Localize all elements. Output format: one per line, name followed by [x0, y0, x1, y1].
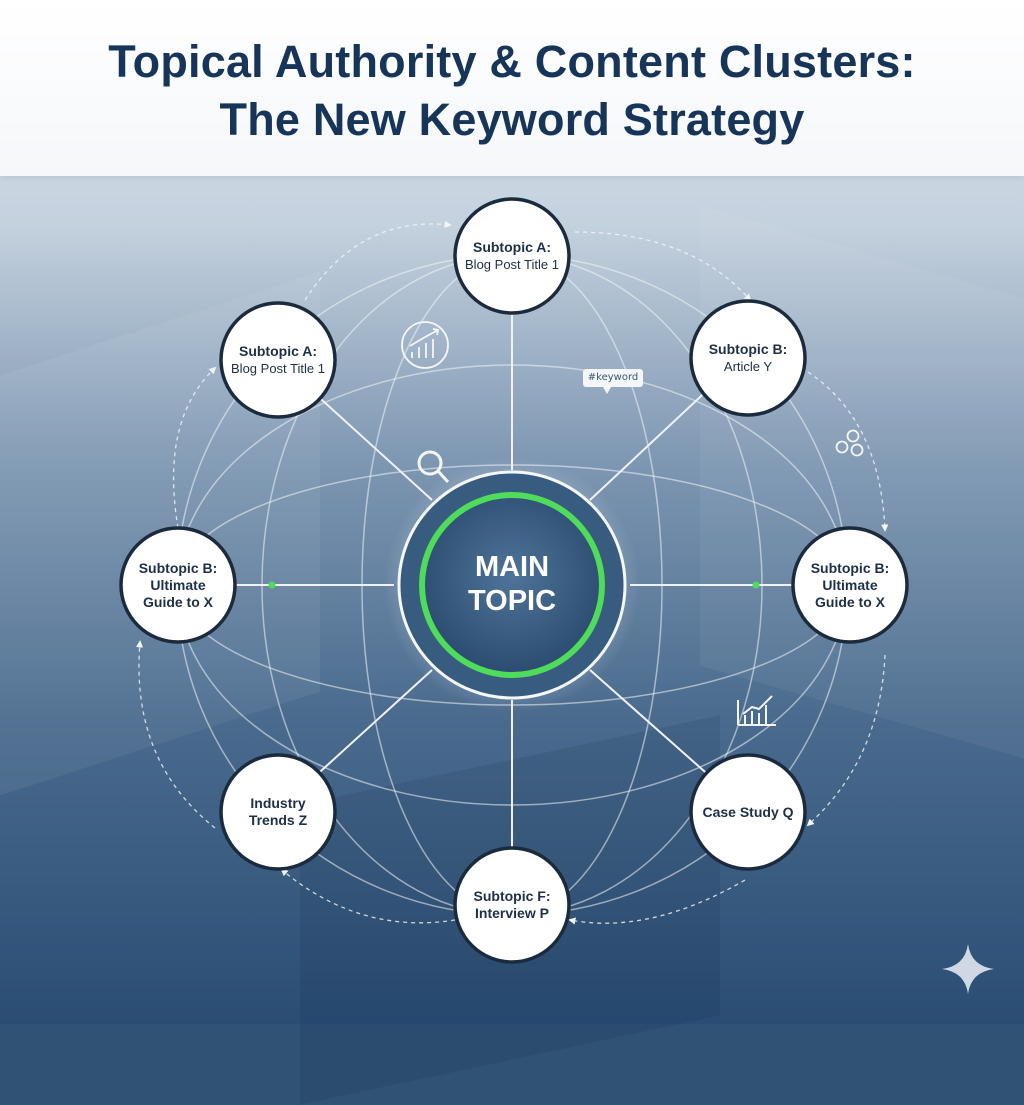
cycle-arrows — [135, 220, 889, 925]
subtopic-line: Subtopic B: — [810, 559, 890, 576]
subtopic-line: Trends Z — [248, 812, 308, 828]
main-topic-line-2: TOPIC — [467, 585, 557, 617]
subtopic-line: Ultimate — [150, 576, 206, 593]
keyword-tag: #keyword — [583, 369, 643, 387]
subtopic-label-top-right: Subtopic B: Article Y — [688, 328, 808, 388]
page-title-line-2: The New Keyword Strategy — [219, 94, 805, 145]
page-title-line-1: Topical Authority & Content Clusters: — [108, 36, 916, 87]
keyword-tag-icon — [603, 387, 611, 394]
subtopic-label-top-left: Subtopic A: Blog Post Title 1 — [218, 330, 338, 390]
subtopic-label-right: Subtopic B: Ultimate Guide to X — [790, 555, 910, 615]
chat-bubbles-icon — [835, 429, 864, 457]
subtopic-nodes — [119, 197, 909, 964]
subtopic-line: Blog Post Title 1 — [465, 257, 559, 272]
subtopic-label-bottom-right: Case Study Q — [688, 800, 808, 824]
subtopic-node-left — [119, 526, 237, 644]
cluster-diagram — [119, 197, 994, 994]
bar-chart-icon — [737, 695, 776, 726]
subtopic-node-top-right — [689, 299, 807, 417]
magnifier-icon — [417, 450, 450, 484]
sparkle-icon — [942, 944, 994, 994]
subtopic-line: Blog Post Title 1 — [231, 361, 325, 376]
growth-chart-icon — [401, 321, 449, 369]
subtopic-line: Guide to X — [143, 593, 213, 610]
subtopic-line: Ultimate — [822, 576, 878, 593]
subtopic-line: Subtopic A: — [472, 239, 552, 255]
main-topic-node — [384, 457, 640, 713]
subtopic-node-bottom-right — [689, 753, 807, 871]
subtopic-line: Subtopic B: — [138, 559, 218, 576]
subtopic-node-bottom-left — [219, 753, 337, 871]
subtopic-line: Interview P — [475, 905, 549, 921]
subtopic-node-top — [453, 197, 571, 315]
subtopic-line: Article Y — [723, 359, 773, 374]
connector-dot — [752, 581, 760, 589]
subtopic-node-right — [791, 526, 909, 644]
subtopic-line: Guide to X — [815, 593, 885, 610]
subtopic-node-top-left — [219, 301, 337, 419]
subtopic-label-bottom: Subtopic F: Interview P — [452, 875, 572, 935]
subtopic-label-left: Subtopic B: Ultimate Guide to X — [118, 555, 238, 615]
subtopic-line: Subtopic B: — [708, 341, 788, 357]
subtopic-label-top: Subtopic A: Blog Post Title 1 — [452, 226, 572, 286]
subtopic-line: Industry — [250, 795, 306, 811]
main-topic-label: MAIN TOPIC — [432, 550, 592, 618]
subtopic-line: Case Study Q — [702, 803, 794, 820]
subtopic-line: Subtopic A: — [238, 343, 318, 359]
main-topic-line-1: MAIN — [474, 551, 550, 583]
connector-dot — [268, 581, 276, 589]
subtopic-label-bottom-left: Industry Trends Z — [218, 782, 338, 842]
header-banner: Topical Authority & Content Clusters: Th… — [0, 0, 1024, 176]
subtopic-node-bottom — [453, 846, 571, 964]
subtopic-line: Subtopic F: — [473, 888, 551, 904]
